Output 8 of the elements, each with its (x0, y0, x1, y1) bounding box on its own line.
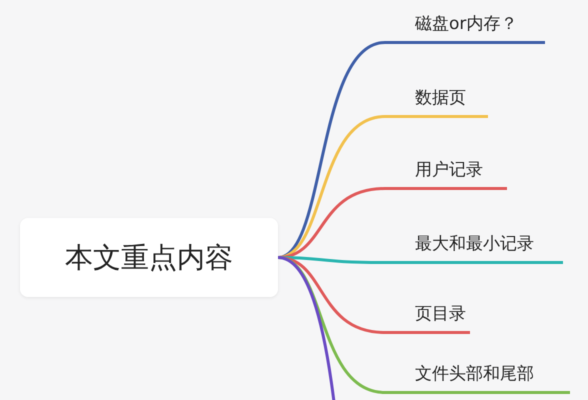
branch-topic: 文件头部和尾部 (385, 362, 570, 394)
branch-topic: 数据页 (385, 86, 488, 118)
branch-topic: 用户记录 (385, 158, 507, 190)
branch-line (276, 256, 336, 400)
branch-topic: 磁盘or内存？ (385, 12, 545, 44)
root-topic-box: 本文重点内容 (20, 218, 278, 297)
branch-topic: 最大和最小记录 (385, 232, 563, 264)
branch-topic: 页目录 (385, 302, 470, 334)
